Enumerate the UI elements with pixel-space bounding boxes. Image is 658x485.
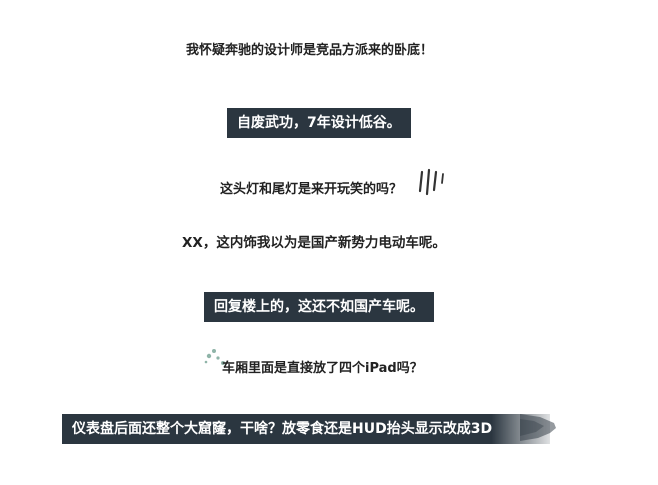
highlight-line-3: 仪表盘后面还整个大窟窿，干啥？放零食还是HUD抬头显示改成3D xyxy=(62,414,550,444)
comment-line-1: 我怀疑奔驰的设计师是竞品方派来的卧底！ xyxy=(186,43,434,58)
comment-line-4: 车厢里面是直接放了四个iPad吗？ xyxy=(222,361,423,376)
brush-stroke-tail xyxy=(520,414,556,441)
highlight-line-2: 回复楼上的，这还不如国产车呢。 xyxy=(204,292,434,322)
sparkle-dots-icon xyxy=(204,349,225,365)
highlight-line-1: 自废武功，7年设计低谷。 xyxy=(227,108,411,138)
comment-line-2: 这头灯和尾灯是来开玩笑的吗？ xyxy=(220,182,403,197)
comment-line-3: XX，这内饰我以为是国产新势力电动车呢。 xyxy=(182,235,446,251)
scratch-marks-icon xyxy=(418,168,444,196)
